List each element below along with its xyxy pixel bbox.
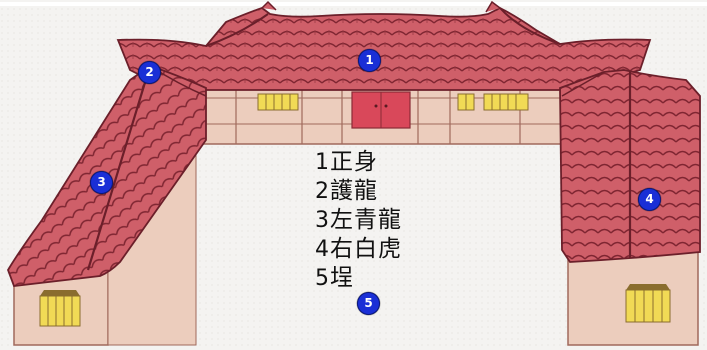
legend-number: 2: [315, 179, 330, 204]
marker-4: 4: [638, 188, 661, 211]
legend-item-4: 4右白虎: [315, 235, 465, 264]
legend-label: 埕: [330, 265, 354, 291]
marker-3: 3: [90, 171, 113, 194]
legend-label: 正身: [330, 149, 378, 175]
marker-2: 2: [138, 61, 161, 84]
legend: 1正身 2護龍 3左青龍 4右白虎 5埕: [315, 148, 465, 293]
legend-number: 4: [315, 237, 330, 262]
window-right: [483, 93, 529, 111]
left-wing-window: [39, 295, 81, 327]
legend-number: 3: [315, 208, 330, 233]
main-hall: [195, 87, 572, 145]
window-left: [257, 93, 299, 111]
legend-item-3: 3左青龍: [315, 206, 465, 235]
window-small: [457, 93, 475, 111]
marker-1: 1: [358, 49, 381, 72]
legend-label: 左青龍: [330, 207, 402, 233]
legend-number: 1: [315, 150, 330, 175]
legend-item-1: 1正身: [315, 148, 465, 177]
main-roof: [116, 0, 652, 91]
legend-number: 5: [315, 266, 330, 291]
legend-label: 護龍: [330, 178, 378, 204]
right-wing: [559, 69, 701, 346]
legend-item-5: 5埕: [315, 264, 465, 293]
marker-5: 5: [357, 292, 380, 315]
legend-label: 右白虎: [330, 236, 402, 262]
legend-item-2: 2護龍: [315, 177, 465, 206]
right-wing-window: [625, 289, 671, 323]
